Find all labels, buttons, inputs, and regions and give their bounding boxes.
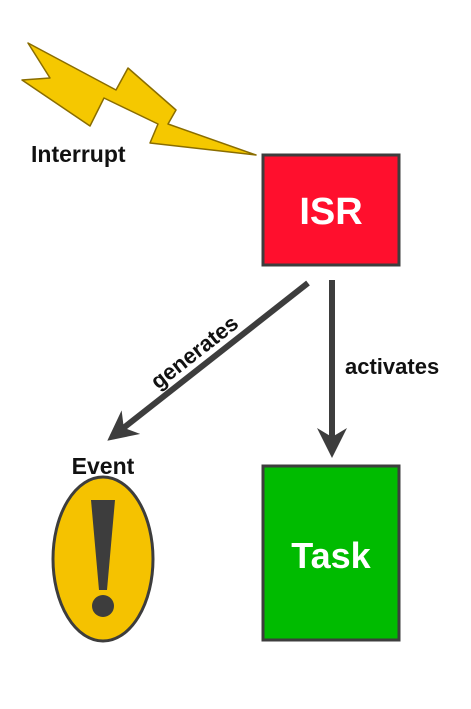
exclamation-icon — [51, 475, 155, 643]
isr-label: ISR — [299, 191, 362, 233]
interrupt-label: Interrupt — [31, 141, 126, 167]
isr-box: ISR — [261, 153, 401, 267]
generates-arrow — [107, 280, 310, 441]
generates-label: generates — [146, 310, 243, 394]
event-label: Event — [72, 453, 135, 479]
lightning-bolt-icon — [21, 42, 257, 156]
task-label: Task — [291, 535, 371, 576]
activates-label: activates — [345, 354, 439, 379]
task-box: Task — [261, 464, 401, 642]
